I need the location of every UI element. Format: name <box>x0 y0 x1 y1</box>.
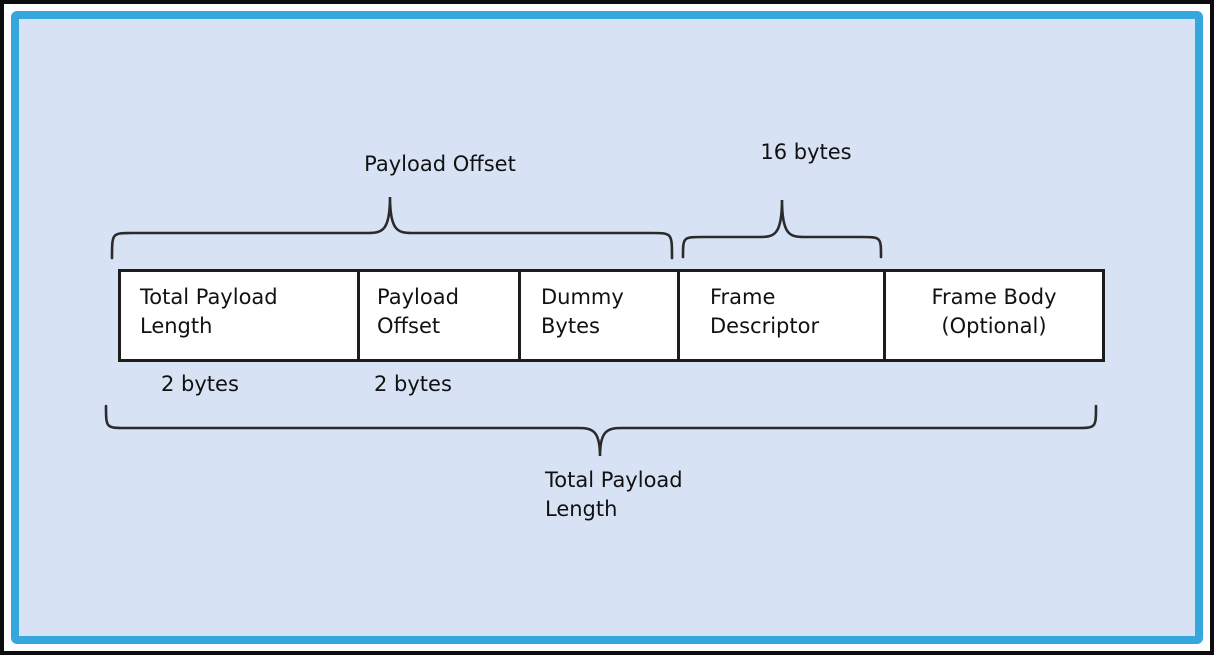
byte-note-total-payload-length: 2 bytes <box>161 372 239 396</box>
braces-layer <box>104 196 1098 457</box>
payload-offset-brace-label: Payload Offset <box>364 152 516 176</box>
box-frame-descriptor: Frame Descriptor <box>680 272 886 359</box>
box-total-payload-length: Total Payload Length <box>121 272 360 359</box>
frame-descriptor-brace <box>681 199 883 259</box>
box-frame-body: Frame Body (Optional) <box>931 285 1057 338</box>
sixteen-bytes-brace-label: 16 bytes <box>760 140 852 164</box>
byte-note-payload-offset: 2 bytes <box>374 372 452 396</box>
frame-structure-row: Total Payload Length Payload Offset Dumm… <box>118 269 1105 362</box>
total-payload-length-brace <box>104 404 1098 457</box>
total-payload-length-brace-label: Total Payload Length <box>545 468 683 521</box>
payload-offset-brace <box>110 196 674 260</box>
box-dummy-bytes: Dummy Bytes <box>521 272 680 359</box>
frame-structure-diagram: Payload Offset 16 bytes Total Payload Le… <box>11 11 1203 644</box>
box-payload-offset: Payload Offset <box>360 272 521 359</box>
